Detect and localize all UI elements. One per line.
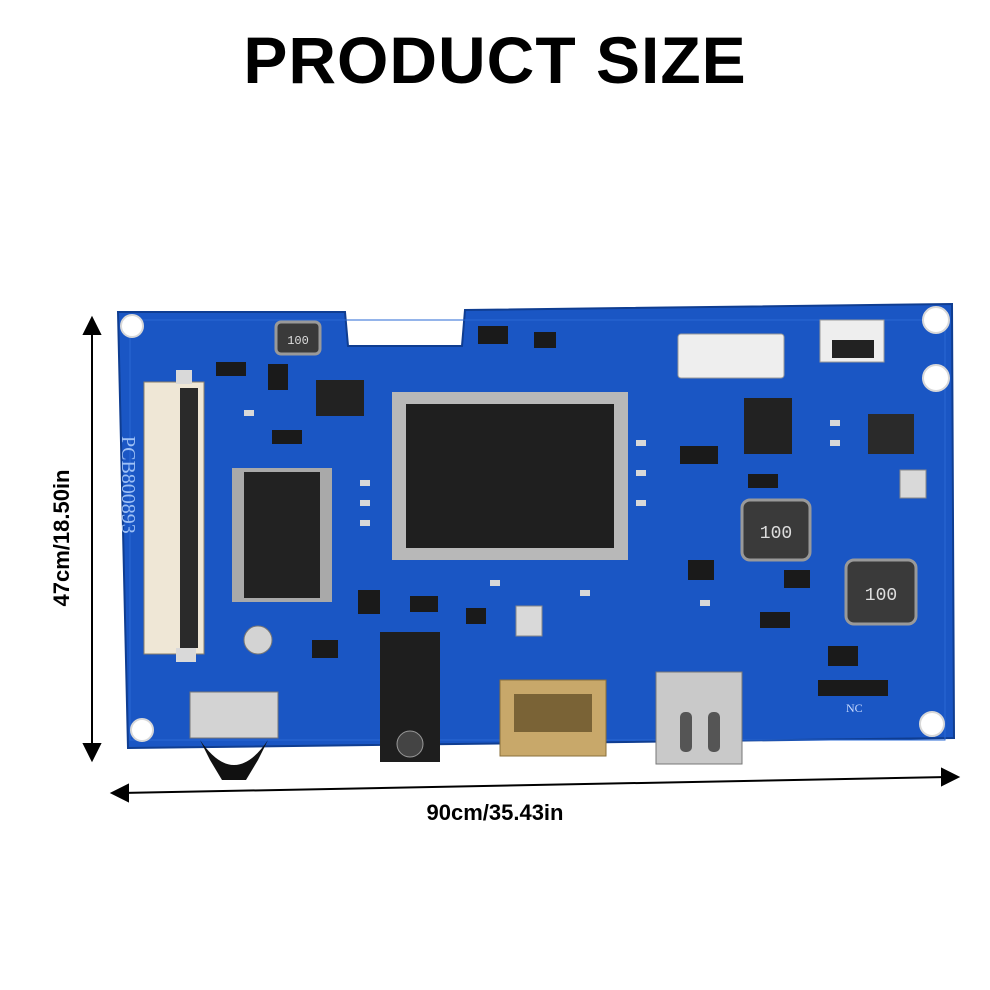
passive-components [244,410,840,606]
mounting-holes [120,306,950,742]
inductor-marking-2: 100 [865,586,897,606]
width-arrow [109,767,961,803]
inductor-marking-3: 100 [287,334,309,348]
ic-qfn [868,414,914,454]
crystal-2 [899,469,927,499]
ic-eeprom [316,380,364,416]
height-dimension-label: 47cm/18.50in [49,469,74,607]
inductor-marking-1: 100 [760,524,792,544]
pcb-label: PCB800893 [117,436,139,534]
ribbon-connector [143,370,205,662]
usb-c-port [655,671,743,765]
height-arrow [82,315,102,763]
jst-connector [677,333,785,379]
ic-regulator [744,398,792,454]
potentiometer [243,625,273,655]
width-dimension-label: 90cm/35.43in [426,800,564,825]
crystal [515,605,543,637]
inductors [274,320,918,626]
main-processor [392,392,628,560]
nc-label: NC [846,701,863,715]
product-size-title: PRODUCT SIZE [243,23,747,97]
power-switch [189,691,279,780]
secondary-chip [232,468,332,602]
smd-components [216,326,888,696]
hdmi-port [499,679,607,757]
